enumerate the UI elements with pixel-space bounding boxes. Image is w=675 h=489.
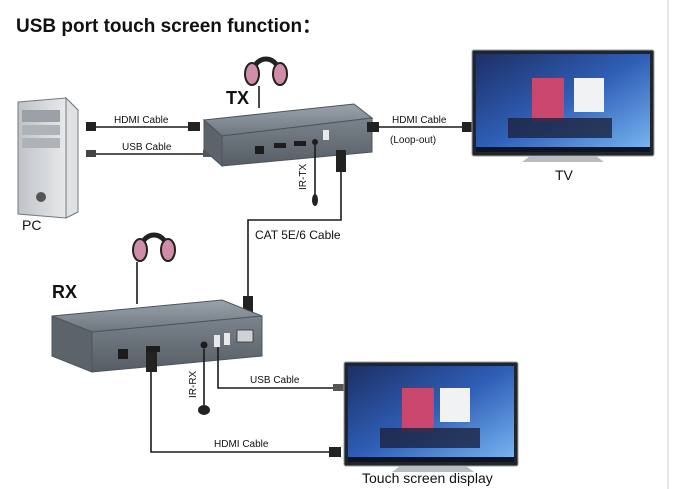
headphones-icon [244, 56, 288, 86]
hdmi-cable-label-pc: HDMI Cable [114, 115, 169, 126]
cat-cable [247, 172, 342, 296]
tv-label: TV [555, 167, 574, 183]
hdmi-plug-icon [86, 122, 96, 131]
touch-screen-monitor [343, 361, 519, 472]
loop-out-label: (Loop-out) [390, 135, 436, 146]
touch-screen-label: Touch screen display [362, 470, 493, 486]
ir-sensor-icon [198, 405, 210, 415]
usb-cable-label-pc: USB Cable [122, 142, 172, 153]
pc-tower [17, 96, 79, 219]
tx-label: TX [226, 88, 249, 108]
hdmi-plug-icon [367, 122, 379, 132]
cat-cable-label: CAT 5E/6 Cable [255, 228, 341, 242]
hdmi-cable-label-tv: HDMI Cable [392, 115, 447, 126]
hdmi-cable-rx-display [150, 372, 330, 453]
tx-extender-box [202, 103, 374, 168]
diagram-title: USB port touch screen function： [16, 16, 321, 37]
usb-cable-label-display: USB Cable [250, 375, 300, 386]
hdmi-plug-icon [188, 122, 200, 131]
hdmi-plug-icon [146, 352, 157, 372]
rj45-plug-icon [336, 150, 346, 172]
hdmi-plug-icon [462, 122, 474, 132]
ir-sensor-icon [312, 194, 318, 206]
rx-extender-box [51, 299, 263, 373]
tv-monitor [471, 49, 655, 162]
pc-label: PC [22, 217, 41, 233]
hdmi-plug-icon [329, 447, 341, 457]
hdmi-cable-label-display: HDMI Cable [214, 439, 269, 450]
usb-cable-rx-display [217, 347, 334, 389]
headphones-icon [132, 232, 176, 262]
power-button-icon [36, 192, 46, 202]
ir-tx-label: IR-TX [298, 164, 309, 190]
rj45-plug-icon [243, 296, 253, 318]
usb-plug-icon [86, 150, 96, 157]
ir-rx-label: IR-RX [188, 370, 199, 398]
usb-plug-icon [333, 384, 347, 391]
rx-label: RX [52, 282, 77, 302]
